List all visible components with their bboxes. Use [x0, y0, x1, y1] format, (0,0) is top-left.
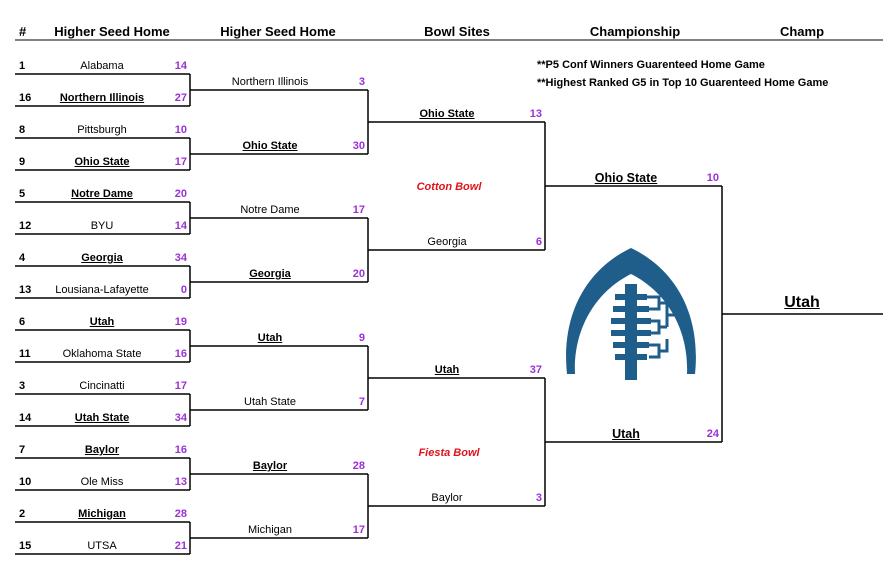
team-name: Michigan	[247, 524, 293, 536]
team-score: 17	[352, 524, 365, 536]
team-name: Utah	[612, 427, 640, 441]
team-name: Utah State	[74, 412, 130, 424]
team-name: Notre Dame	[71, 188, 133, 200]
team-name: UTSA	[87, 540, 117, 552]
team-name: Michigan	[78, 508, 126, 520]
seed-number: 12	[19, 220, 32, 232]
team-name: Georgia	[427, 236, 467, 248]
team-name: Northern Illinois	[59, 92, 145, 104]
team-name: Baylor	[431, 492, 463, 504]
team-name: Ohio State	[74, 156, 130, 168]
team-score: 30	[352, 140, 365, 152]
team-score: 17	[174, 380, 187, 392]
seed-number: 3	[19, 380, 26, 392]
football-bracket-logo-icon	[566, 248, 696, 380]
team-name: Notre Dame	[240, 204, 300, 216]
team-score: 20	[352, 268, 365, 280]
team-score: 0	[180, 284, 187, 296]
seed-number: 11	[19, 348, 31, 360]
seed-number: 5	[19, 188, 26, 200]
header-round1: Higher Seed Home	[54, 24, 170, 39]
seed-number: 8	[19, 124, 26, 136]
team-score: 17	[352, 204, 365, 216]
seed-number: 16	[19, 92, 32, 104]
team-score: 13	[529, 108, 542, 120]
team-score: 28	[352, 460, 365, 472]
team-name: Utah	[89, 316, 115, 328]
team-name: Ohio State	[594, 171, 658, 185]
note-g5-home: **Highest Ranked G5 in Top 10 Guarenteed…	[537, 77, 829, 89]
team-score: 27	[174, 92, 187, 104]
bowl-cotton: Cotton Bowl	[416, 181, 482, 193]
team-score: 20	[174, 188, 187, 200]
seed-number: 13	[19, 284, 32, 296]
team-name: Georgia	[249, 268, 291, 280]
team-name: Lousiana-Lafayette	[55, 284, 149, 296]
team-name: Baylor	[252, 460, 288, 472]
team-score: 16	[174, 444, 187, 456]
team-name: Cincinatti	[79, 380, 125, 392]
champion-name: Utah	[784, 294, 820, 311]
team-name: Utah State	[244, 396, 296, 408]
team-score: 14	[174, 220, 187, 232]
team-score: 10	[706, 172, 719, 184]
header-round3: Bowl Sites	[424, 24, 490, 39]
team-name: Georgia	[81, 252, 123, 264]
team-name: Oklahoma State	[62, 348, 142, 360]
team-name: Alabama	[80, 60, 124, 72]
team-score: 34	[174, 412, 187, 424]
note-p5-home: **P5 Conf Winners Guarenteed Home Game	[537, 59, 765, 71]
team-score: 17	[174, 156, 187, 168]
team-name: Northern Illinois	[231, 76, 309, 88]
bowl-fiesta: Fiesta Bowl	[418, 447, 480, 459]
team-name: Utah	[257, 332, 283, 344]
seed-number: 15	[19, 540, 32, 552]
team-score: 6	[535, 236, 542, 248]
team-score: 14	[174, 60, 187, 72]
team-name: Ole Miss	[80, 476, 124, 488]
seed-number: 2	[19, 508, 26, 520]
header-round2: Higher Seed Home	[220, 24, 336, 39]
team-score: 34	[174, 252, 187, 264]
seed-number: 9	[19, 156, 26, 168]
header-champ: Champ	[779, 24, 825, 39]
team-score: 19	[174, 316, 187, 328]
seed-number: 1	[19, 60, 26, 72]
team-name: BYU	[90, 220, 114, 232]
team-score: 24	[706, 428, 719, 440]
team-name: Pittsburgh	[77, 124, 127, 136]
team-score: 37	[529, 364, 542, 376]
seed-number: 4	[19, 252, 26, 264]
team-name: Ohio State	[242, 140, 298, 152]
team-score: 3	[535, 492, 542, 504]
team-score: 7	[358, 396, 365, 408]
seed-number: 10	[19, 476, 32, 488]
team-score: 9	[358, 332, 365, 344]
team-score: 3	[358, 76, 365, 88]
header-seed: #	[19, 24, 27, 39]
team-score: 21	[174, 540, 187, 552]
team-score: 28	[174, 508, 187, 520]
seed-number: 7	[19, 444, 26, 456]
seed-number: 6	[19, 316, 26, 328]
team-name: Ohio State	[419, 108, 475, 120]
team-score: 10	[174, 124, 187, 136]
seed-number: 14	[19, 412, 32, 424]
team-score: 13	[174, 476, 187, 488]
team-name: Baylor	[84, 444, 120, 456]
header-round4: Championship	[589, 24, 681, 39]
team-name: Utah	[434, 364, 460, 376]
team-score: 16	[174, 348, 187, 360]
